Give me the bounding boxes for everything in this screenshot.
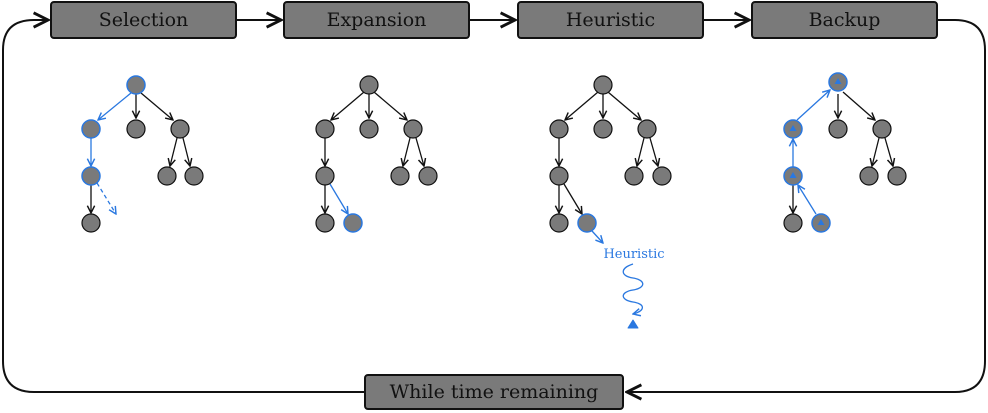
tree-edge — [649, 137, 658, 166]
tree-node — [783, 213, 803, 233]
tree-edge — [373, 91, 407, 120]
stage-heuristic-box: Heuristic — [517, 1, 704, 39]
stage-expansion-box: Expansion — [283, 1, 470, 39]
loop-condition-label: While time remaining — [389, 380, 599, 403]
stage-selection-label: Selection — [98, 8, 189, 31]
tree-node-selected — [126, 75, 146, 95]
tree-node — [81, 213, 101, 233]
backup-value-marker — [789, 172, 797, 178]
tree-node — [593, 75, 613, 95]
backup-value-marker — [817, 219, 825, 225]
tree-edge — [563, 183, 582, 214]
tree-node — [184, 166, 204, 186]
loop-connector-left — [1, 20, 364, 393]
tree-node — [157, 166, 177, 186]
tree-node — [828, 119, 848, 139]
tree-node — [872, 119, 892, 139]
tree-edge — [182, 137, 190, 166]
backup-value-marker — [834, 78, 842, 84]
stage-heuristic-label: Heuristic — [565, 8, 656, 31]
stage-backup-box: Backup — [751, 1, 938, 39]
tree-edge — [607, 91, 641, 120]
loop-condition-box: While time remaining — [364, 374, 624, 410]
tree-edge — [170, 137, 178, 166]
tree-node — [887, 166, 907, 186]
tree-node — [418, 166, 438, 186]
tree-node — [624, 166, 644, 186]
expansion-tree — [315, 75, 438, 233]
tree-node — [126, 119, 146, 139]
tree-node — [359, 119, 379, 139]
tree-node — [637, 119, 657, 139]
backup-tree — [783, 72, 907, 233]
tree-node-selected — [81, 166, 101, 186]
tree-edge — [415, 137, 424, 166]
tree-node — [390, 166, 410, 186]
tree-edge — [637, 137, 645, 166]
stage-expansion-label: Expansion — [326, 8, 427, 31]
stage-selection-box: Selection — [50, 1, 237, 39]
heuristic-tree — [549, 75, 672, 329]
tree-node — [859, 166, 879, 186]
backup-edge — [798, 185, 817, 215]
tree-node — [593, 119, 613, 139]
backup-value-marker — [789, 125, 797, 131]
tree-edge — [403, 137, 411, 166]
tree-node — [403, 119, 423, 139]
tree-edge — [872, 137, 880, 166]
tree-edge — [331, 91, 365, 120]
tree-node — [549, 119, 569, 139]
backup-edge — [796, 90, 830, 121]
tree-node-new — [343, 213, 363, 233]
tree-edge — [565, 91, 599, 120]
tree-node-evaluated — [577, 213, 597, 233]
loop-connector-right — [627, 19, 986, 392]
tree-edge — [842, 91, 875, 120]
tree-node — [315, 119, 335, 139]
tree-node — [652, 166, 672, 186]
tree-edge — [140, 92, 173, 120]
tree-node — [170, 119, 190, 139]
stage-backup-label: Backup — [808, 8, 881, 31]
tree-node — [315, 166, 335, 186]
heuristic-squiggle — [622, 263, 644, 314]
heuristic-annotation-label: Heuristic — [603, 247, 665, 262]
tree-node — [549, 166, 569, 186]
tree-node-selected — [81, 119, 101, 139]
tree-edge-dashed — [96, 182, 116, 214]
heuristic-edge — [591, 230, 603, 243]
tree-edge — [98, 92, 132, 120]
tree-node — [315, 213, 335, 233]
selection-tree — [81, 75, 204, 233]
tree-edge-expanded — [329, 183, 348, 214]
tree-node — [549, 213, 569, 233]
tree-edge — [884, 137, 893, 166]
heuristic-value-marker — [627, 319, 639, 329]
tree-node — [359, 75, 379, 95]
